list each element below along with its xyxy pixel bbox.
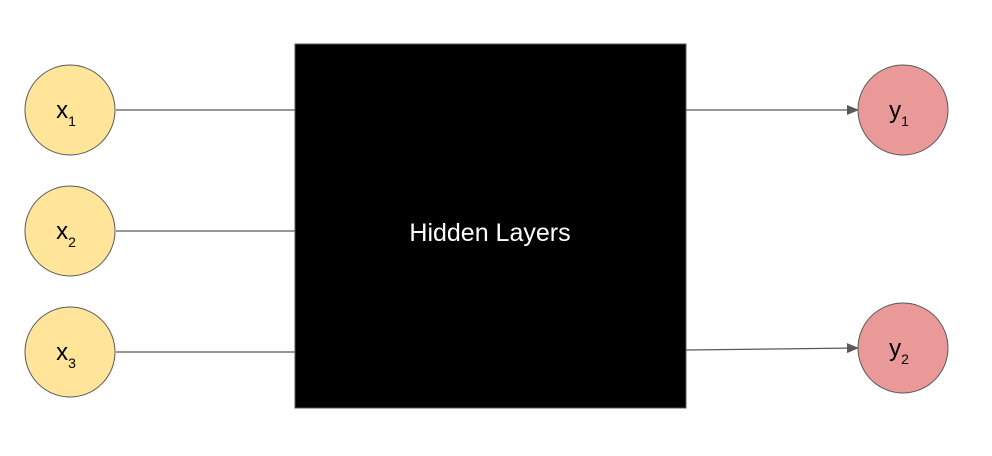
input-node-x2-label: x2 (56, 218, 76, 250)
input-node-x3-label: x3 (56, 339, 76, 371)
input-node-x2: x2 (24, 185, 116, 277)
edge-hidden-to-y2 (685, 343, 859, 354)
output-node-y1: y1 (857, 64, 949, 156)
output-node-y1-label: y1 (889, 97, 909, 129)
output-node-y2-label: y2 (889, 335, 909, 367)
hidden-layers-box: Hidden Layers (294, 43, 687, 409)
output-node-y2: y2 (857, 302, 949, 394)
hidden-layers-label: Hidden Layers (409, 219, 570, 247)
input-node-x3: x3 (24, 306, 116, 398)
input-node-x1: x1 (24, 64, 116, 156)
input-node-x1-label: x1 (56, 97, 76, 129)
